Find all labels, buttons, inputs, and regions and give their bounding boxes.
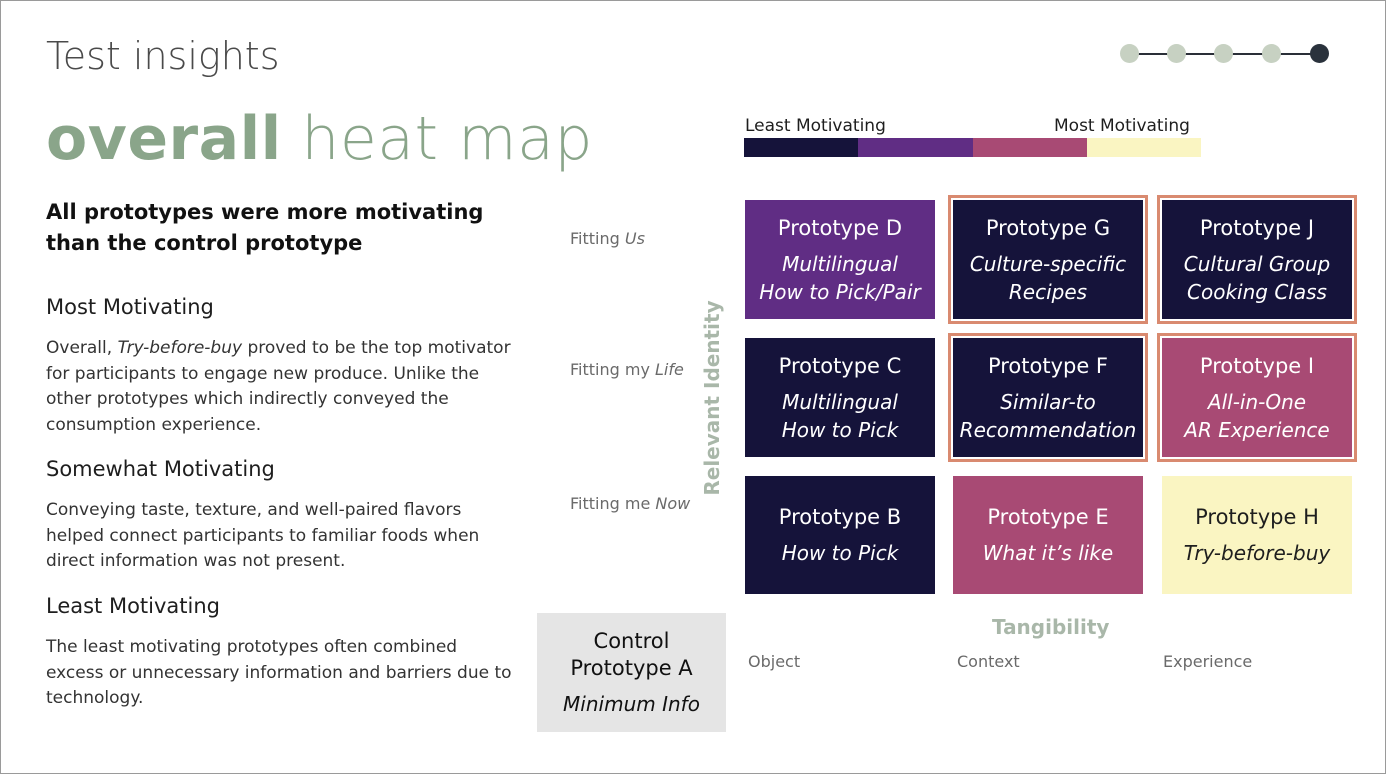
row-label-prefix: Fitting <box>570 229 625 248</box>
prototype-desc-line: Multilingual <box>782 251 898 276</box>
prototype-desc-line: Culture-specific <box>969 251 1127 276</box>
legend-low-label: Least Motivating <box>745 116 886 136</box>
prototype-desc: How to Pick <box>782 539 899 567</box>
prototype-desc-line: Try-before-buy <box>1183 541 1331 565</box>
slide-kicker: Test insights <box>46 34 280 78</box>
prototype-desc-line: How to Pick/Pair <box>759 279 921 304</box>
prototype-name: Prototype H <box>1195 505 1319 529</box>
row-label-us: Fitting Us <box>570 229 645 248</box>
prototype-desc: All-in-One AR Experience <box>1184 388 1329 444</box>
col-label-context: Context <box>957 652 1020 671</box>
prototype-desc-line: Recommendation <box>959 417 1137 442</box>
control-prototype-cell: Control Prototype A Minimum Info <box>537 613 726 732</box>
text-suffix: proved to be the top motivator for parti… <box>46 338 511 435</box>
control-desc: Minimum Info <box>563 691 700 716</box>
prototype-name: Prototype I <box>1199 353 1315 378</box>
text-prefix: Overall, <box>46 338 118 358</box>
prototype-name: Prototype F <box>987 353 1109 378</box>
prototype-desc-line: How to Pick <box>781 417 899 442</box>
title-bold: overall <box>46 104 282 174</box>
progress-dot <box>1120 44 1139 63</box>
prototype-name: Prototype E <box>987 505 1109 529</box>
slide-progress <box>1120 43 1330 65</box>
prototype-name: Prototype J <box>1199 215 1315 240</box>
progress-dot-current <box>1310 44 1329 63</box>
col-label-experience: Experience <box>1163 652 1253 671</box>
legend-color-scale <box>744 138 1201 157</box>
prototype-name: Prototype B <box>778 505 902 529</box>
progress-dot <box>1214 44 1233 63</box>
section-heading-least: Least Motivating <box>46 594 221 618</box>
legend-swatch <box>1086 138 1201 157</box>
heat-cell: Prototype B How to Pick <box>745 476 935 594</box>
section-text-least: The least motivating prototypes often co… <box>46 637 512 708</box>
prototype-desc: Try-before-buy <box>1184 539 1330 567</box>
row-label-emphasis: Us <box>624 229 645 248</box>
headline: All prototypes were more motivating than… <box>46 200 484 255</box>
heat-cell: Prototype E What it’s like <box>953 476 1143 594</box>
prototype-desc-line: All-in-One <box>1207 389 1307 414</box>
prototype-name: Prototype G <box>985 215 1111 240</box>
row-label-emphasis: Now <box>655 494 691 513</box>
prototype-desc-line: How to Pick <box>781 541 899 565</box>
row-label-prefix: Fitting me <box>570 494 656 513</box>
progress-dot <box>1167 44 1186 63</box>
prototype-desc-line: What it’s like <box>982 541 1114 565</box>
section-text-most: Overall, Try-before-buy proved to be the… <box>46 336 516 438</box>
prototype-desc-line: Cultural Group <box>1183 251 1331 276</box>
slide-title: overall heat map <box>46 104 593 174</box>
heat-cell: Prototype I All-in-One AR Experience <box>1157 333 1357 462</box>
prototype-desc-line: Similar-to <box>1000 389 1096 414</box>
row-label-emphasis: Life <box>655 360 684 379</box>
prototype-desc-line: Cooking Class <box>1187 279 1327 304</box>
prototype-desc: What it’s like <box>983 539 1113 567</box>
progress-dot <box>1262 44 1281 63</box>
prototype-name: Prototype C <box>778 353 902 378</box>
y-axis-label: Relevant Identity <box>700 300 724 496</box>
text-emphasis: Try-before-buy <box>117 338 243 358</box>
prototype-name: Prototype D <box>777 215 903 240</box>
control-line2: Prototype A <box>570 655 693 680</box>
prototype-desc-line: Multilingual <box>782 389 898 414</box>
legend-high-label: Most Motivating <box>1054 116 1190 136</box>
legend-swatch <box>972 138 1087 157</box>
col-label-object: Object <box>748 652 801 671</box>
control-line1: Control <box>593 628 670 653</box>
section-text-somewhat: Conveying taste, texture, and well-paire… <box>46 500 480 571</box>
section-heading-somewhat: Somewhat Motivating <box>46 457 275 481</box>
row-label-now: Fitting me Now <box>570 494 690 513</box>
row-label-prefix: Fitting my <box>570 360 655 379</box>
legend-swatch <box>858 138 973 157</box>
section-heading-most: Most Motivating <box>46 295 214 319</box>
heat-cell: Prototype H Try-before-buy <box>1162 476 1352 594</box>
prototype-desc-line: Recipes <box>1008 279 1088 304</box>
title-light: heat map <box>301 104 593 174</box>
prototype-desc-line: AR Experience <box>1184 417 1330 442</box>
row-label-life: Fitting my Life <box>570 360 684 379</box>
legend-swatch <box>744 138 859 157</box>
x-axis-label: Tangibility <box>992 615 1110 639</box>
